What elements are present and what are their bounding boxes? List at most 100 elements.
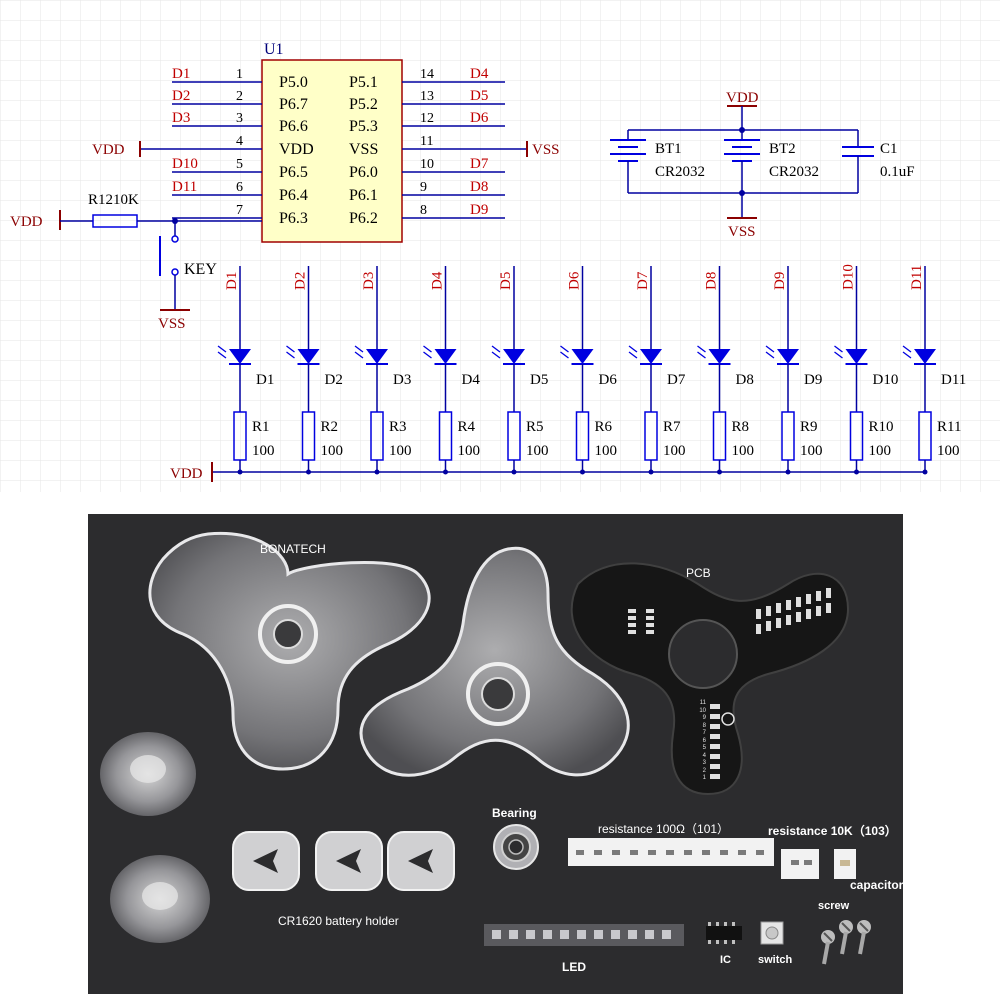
- bearing: [493, 824, 539, 870]
- capacitor-part: [834, 849, 856, 879]
- screws: [821, 920, 871, 965]
- ic-left-pin-name: P6.6: [279, 118, 308, 135]
- led-emission-arrow: [491, 351, 501, 359]
- resistor-ref: R2: [321, 419, 339, 435]
- ic-left-pin-name: P6.7: [279, 96, 308, 113]
- led-ref: D2: [325, 372, 343, 388]
- ic-right-pin-number: 10: [420, 157, 434, 172]
- photo-drawing: [100, 531, 871, 965]
- led-ref: D8: [736, 372, 754, 388]
- led-ref: D1: [256, 372, 274, 388]
- led-ref: D5: [530, 372, 548, 388]
- pcb-pads-bottom: [710, 704, 720, 779]
- component-kit-photo: BONATECH PCB Bearing resistance 100Ω（101…: [88, 514, 903, 994]
- pcb-silk-number: 2: [702, 767, 706, 774]
- ic-right-pin-name: P6.0: [349, 164, 378, 181]
- led-ref: D4: [462, 372, 481, 388]
- ic-right-pin-number: 8: [420, 203, 427, 218]
- led-emission-arrow: [217, 345, 227, 353]
- led-ref: D11: [941, 372, 966, 388]
- led-net-label: D2: [293, 272, 309, 290]
- pcb-silk-number: 10: [699, 707, 706, 714]
- ic-right-net-label: VSS: [532, 142, 560, 158]
- ic-right-pin-name: P5.1: [349, 74, 378, 91]
- led-net-label: D4: [430, 271, 446, 290]
- resistor-value: 100: [458, 443, 481, 459]
- pcb-ic-footprint: [628, 609, 654, 634]
- led-diode-symbol: [777, 349, 799, 364]
- ic-left-pin-name: VDD: [279, 141, 314, 158]
- led-label: LED: [562, 960, 586, 974]
- led-diode-symbol: [503, 349, 525, 364]
- led-diode-symbol: [845, 349, 868, 364]
- resistor-strip-100: [568, 838, 774, 866]
- led-net-label: D7: [635, 271, 651, 290]
- led-emission-arrow: [834, 345, 843, 353]
- shell-hub: [258, 604, 318, 664]
- ic-ref: U1: [264, 41, 284, 58]
- ic-left-net-label: D2: [172, 88, 190, 104]
- ic-left-pin-number: 1: [236, 67, 243, 82]
- resistor-ref: R8: [732, 419, 750, 435]
- brand-label: BONATECH: [260, 542, 326, 556]
- resistor-value: 100: [869, 443, 892, 459]
- ic-right-pin-name: P5.2: [349, 96, 378, 113]
- resistor-ref: R10: [869, 419, 894, 435]
- resistor-ref: R6: [595, 419, 613, 435]
- pcb-board: [570, 562, 850, 796]
- pcb-hole: [668, 619, 738, 689]
- acrylic-shell-top: [148, 531, 431, 771]
- resistor-value: 100: [663, 443, 686, 459]
- ic-right-pin-name: P6.1: [349, 187, 378, 204]
- screw-label: screw: [818, 900, 850, 912]
- ic-body: [261, 59, 403, 243]
- vdd-label-pullup: VDD: [10, 214, 43, 230]
- pcb-label: PCB: [686, 566, 711, 580]
- led-net-label: D9: [772, 272, 788, 290]
- key-contact-top: [171, 235, 179, 243]
- ic-left-pin-name: P6.5: [279, 164, 308, 181]
- led-emission-arrow: [628, 351, 638, 359]
- led-emission-arrow: [902, 345, 912, 353]
- r12-ref: R12: [88, 192, 113, 208]
- bearing-label: Bearing: [492, 806, 537, 820]
- bt2-value: CR2032: [769, 164, 819, 180]
- ic-right-pin-name: P6.2: [349, 210, 378, 227]
- ic-left-pin-name: P6.3: [279, 210, 308, 227]
- power-section: VDD BT1 CR2032 BT2 CR2032 C1 0.1uF: [610, 90, 915, 240]
- pcb-silk-number: 9: [702, 715, 706, 721]
- ic-left-net-label: VDD: [92, 142, 125, 158]
- resistor-10k-label: resistance 10K（103）: [768, 824, 897, 838]
- ic-right-pin-name: P5.3: [349, 118, 378, 135]
- pcb-silk-number: 7: [702, 730, 706, 736]
- led-ref: D7: [667, 372, 686, 388]
- led-net-label: D11: [909, 265, 925, 290]
- led-array: D1D1R1100D2D2R2100D3D3R3100D4D4R4100D5D5…: [217, 264, 966, 475]
- shell-hub: [466, 662, 530, 726]
- ic-right-net-label: D4: [470, 66, 489, 82]
- bt2-ref: BT2: [769, 141, 796, 157]
- resistor-ref: R3: [389, 419, 407, 435]
- led-diode-symbol: [434, 349, 457, 364]
- led-emission-arrow: [697, 351, 706, 359]
- ic-chip: [706, 922, 742, 944]
- led-emission-arrow: [765, 351, 775, 359]
- resistor-value: 100: [389, 443, 412, 459]
- ic-left-pin-name: P5.0: [279, 74, 308, 91]
- led-ref: D10: [873, 372, 899, 388]
- pullup-key-circuit: VDD R12 10K KEY VSS: [10, 192, 262, 332]
- led-diode-symbol: [297, 349, 320, 364]
- resistor-ref: R9: [800, 419, 818, 435]
- led-emission-arrow: [354, 351, 364, 359]
- bearing-caps: [100, 732, 210, 943]
- led-emission-arrow: [286, 345, 295, 353]
- led-ref: D3: [393, 372, 411, 388]
- resistor-value: 100: [321, 443, 344, 459]
- led-diode-symbol: [571, 349, 594, 364]
